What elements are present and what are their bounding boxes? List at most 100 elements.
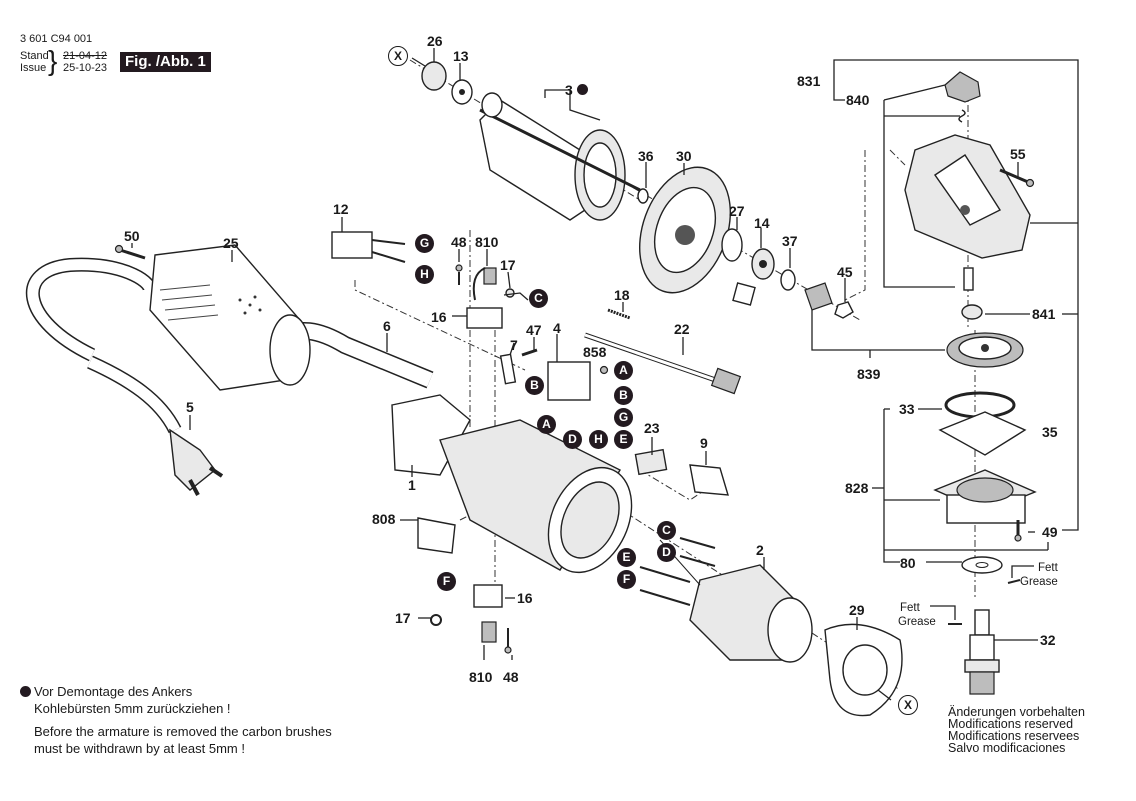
modifications-fr: Modifications reservees (948, 729, 1080, 743)
stator (659, 539, 813, 663)
part-label-13: 13 (453, 48, 469, 64)
connector-g-right: G (614, 408, 633, 427)
connector-c-top: C (529, 289, 548, 308)
fan-plate (639, 166, 731, 294)
part-label-36: 36 (638, 148, 654, 164)
part-label-26: 26 (427, 33, 443, 49)
part-label-49: 49 (1042, 524, 1058, 540)
issue-label: Issue (20, 62, 47, 74)
part-label-27: 27 (729, 203, 745, 219)
gear-housing (904, 134, 1031, 259)
figure-label: Fig. /Abb. 1 (120, 52, 211, 72)
lock-button (944, 71, 981, 103)
spindle (964, 609, 1000, 695)
connector-g-top: G (415, 234, 434, 253)
connector-d-mid: D (563, 430, 582, 449)
part-label-839: 839 (857, 366, 881, 382)
connector-e-mid: E (614, 430, 633, 449)
connector-f-left: F (437, 572, 456, 591)
part-label-12: 12 (333, 201, 349, 217)
grease-label-en-upper: Grease (1020, 576, 1058, 588)
connector-d-bottom: D (657, 543, 676, 562)
part-label-33: 33 (899, 401, 915, 417)
capacitor (331, 231, 373, 259)
pinion (804, 282, 833, 311)
part-label-7: 7 (510, 337, 518, 353)
connector-b-left: B (525, 376, 544, 395)
connector-a-right: A (614, 361, 633, 380)
gasket (938, 411, 1027, 456)
connector-h-top: H (415, 265, 434, 284)
modifications-en: Modifications reserved (948, 717, 1074, 731)
part-label-14: 14 (754, 215, 770, 231)
part-label-22: 22 (674, 321, 690, 337)
part-label-37: 37 (782, 233, 798, 249)
modifications-de: Änderungen vorbehalten (948, 705, 1085, 719)
part-label-831: 831 (797, 73, 821, 89)
part-label-29: 29 (849, 602, 865, 618)
note-dot-icon (20, 686, 31, 697)
note-de-line1: Vor Demontage des Ankers (34, 684, 193, 699)
part-label-50: 50 (124, 228, 140, 244)
part-label-841: 841 (1032, 306, 1056, 322)
part-label-55: 55 (1010, 146, 1026, 162)
grease-label-en-lower: Grease (898, 616, 936, 628)
part-label-810-bottom: 810 (469, 669, 493, 685)
part-label-25: 25 (223, 235, 239, 251)
connector-c-bottom: C (657, 521, 676, 540)
reference-x-top: X (388, 46, 408, 66)
part-label-35: 35 (1042, 424, 1058, 440)
bearing-26 (421, 61, 447, 91)
part-label-18: 18 (614, 287, 630, 303)
part-label-47: 47 (526, 322, 542, 338)
part-label-9: 9 (700, 435, 708, 451)
part-label-45: 45 (837, 264, 853, 280)
brace-icon: } (48, 45, 58, 76)
armature-note-dot-icon (577, 84, 588, 95)
reference-x-bottom: X (898, 695, 918, 715)
brush-holder (466, 307, 503, 329)
cable-sleeve (149, 244, 311, 391)
screw-50 (114, 244, 146, 260)
note-en-line2: must be withdrawn by at least 5mm ! (34, 741, 245, 756)
part-label-858: 858 (583, 344, 607, 360)
part-label-808: 808 (372, 511, 396, 527)
part-label-2: 2 (756, 542, 764, 558)
connector-a-left: A (537, 415, 556, 434)
part-label-1: 1 (408, 477, 416, 493)
part-label-4: 4 (553, 320, 561, 336)
part-label-30: 30 (676, 148, 692, 164)
grease-label-de-upper: Fett (1038, 562, 1058, 574)
assembly-brackets (811, 59, 1079, 641)
part-label-16-bottom: 16 (517, 590, 533, 606)
part-label-23: 23 (644, 420, 660, 436)
note-de-line2: Kohlebürsten 5mm zurückziehen ! (34, 701, 231, 716)
note-en-line1: Before the armature is removed the carbo… (34, 724, 332, 739)
part-label-810-top: 810 (475, 234, 499, 250)
motor-housing (391, 394, 633, 574)
part-label-840: 840 (846, 92, 870, 108)
modifications-es: Salvo modificaciones (948, 741, 1066, 755)
part-label-6: 6 (383, 318, 391, 334)
connector-b-right: B (614, 386, 633, 405)
old-date: 21-04-12 (63, 50, 108, 62)
new-date: 25-10-23 (63, 62, 108, 74)
part-label-17-bottom: 17 (395, 610, 411, 626)
bearing-flange (933, 469, 1037, 524)
crown-gear (946, 332, 1024, 368)
part-label-48-bottom: 48 (503, 669, 519, 685)
part-label-5: 5 (186, 399, 194, 415)
part-label-48-top: 48 (451, 234, 467, 250)
part-label-17-top: 17 (500, 257, 516, 273)
part-label-32: 32 (1040, 632, 1056, 648)
switch (547, 361, 591, 401)
leader-lines (131, 48, 1019, 701)
stand-label: Stand (20, 50, 49, 62)
part-label-828: 828 (845, 480, 869, 496)
axis-lines (354, 59, 976, 691)
armature (479, 92, 641, 221)
connector-f-bottom: F (617, 570, 636, 589)
part-number: 3 601 C94 001 (20, 33, 93, 45)
grease-label-de-lower: Fett (900, 602, 920, 614)
